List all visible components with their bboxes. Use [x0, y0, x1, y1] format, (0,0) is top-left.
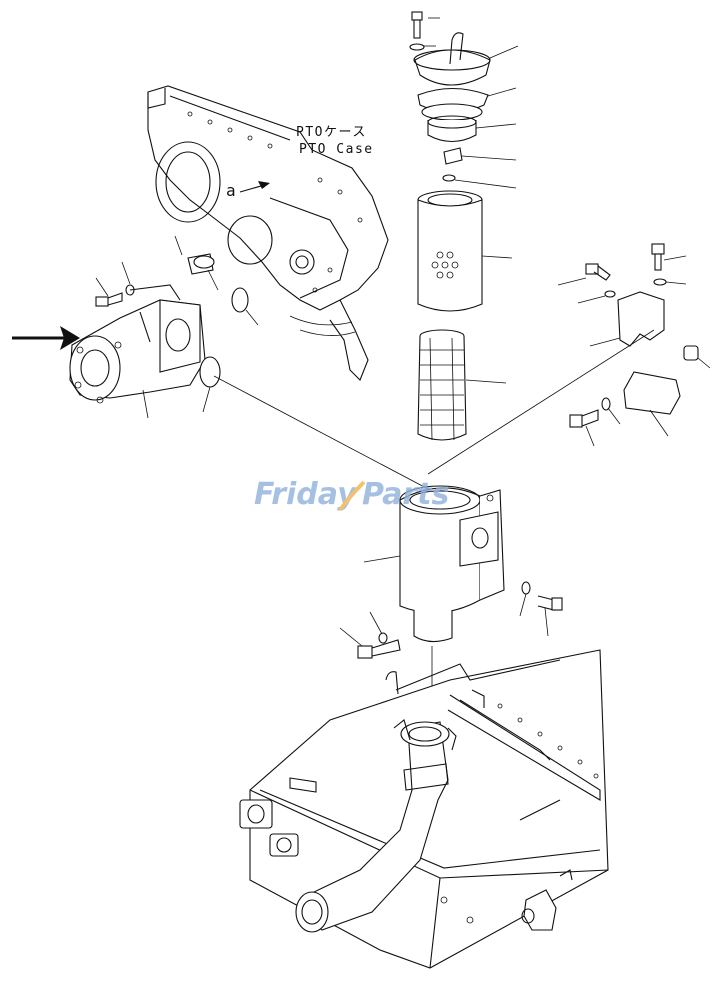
- o-ring: [231, 287, 249, 313]
- pto-case-label-en: PTO Case: [299, 142, 374, 157]
- leader-line: [519, 593, 527, 617]
- leader-line: [363, 555, 401, 563]
- bracket-upper: [617, 291, 665, 347]
- leader-line: [461, 155, 517, 161]
- leader-line: [481, 255, 513, 259]
- bracket-bolt-side: [585, 263, 616, 298]
- leader-line: [585, 425, 595, 447]
- leader-line: [663, 255, 687, 261]
- watermark-swoosh-icon: [338, 480, 366, 512]
- leader-line: [245, 309, 259, 326]
- leader-line: [142, 389, 149, 419]
- case-bolt-left: [357, 632, 401, 659]
- leader-line: [607, 407, 621, 425]
- strainer: [417, 329, 467, 441]
- leader-line: [465, 379, 507, 384]
- tank-breather-cap: [409, 11, 491, 182]
- leader-line: [697, 357, 711, 369]
- leader-line: [489, 45, 519, 59]
- pointer-arrow-icon: [60, 326, 80, 350]
- leader-line: [202, 386, 211, 413]
- leader-line: [557, 277, 587, 286]
- assembly-line: [213, 375, 431, 491]
- pto-case: [147, 85, 389, 381]
- leader-line: [207, 269, 219, 291]
- assembly-line: [427, 329, 655, 475]
- spacer-bushing: [683, 345, 699, 361]
- spacer-ring: [193, 255, 215, 269]
- leader-line: [174, 235, 183, 256]
- case-bolt-right: [521, 581, 563, 611]
- filter-element: [417, 190, 483, 312]
- leader-line: [339, 627, 363, 647]
- leader-line: [475, 123, 517, 129]
- bracket-bolt-lower: [569, 397, 611, 428]
- bracket-bolt-upper: [651, 243, 667, 286]
- pump-gasket: [199, 356, 221, 388]
- pump-bolt: [95, 284, 135, 307]
- pto-case-label-jp: PTOケース: [296, 125, 367, 140]
- leader-line: [95, 277, 109, 297]
- leader-line: [665, 281, 687, 285]
- leader-line: [487, 87, 517, 97]
- leader-line: [544, 607, 549, 637]
- callout-a-arrowhead: [258, 181, 270, 189]
- bracket-lower: [623, 371, 681, 415]
- leader-line: [649, 409, 669, 437]
- hydraulic-pump: [69, 284, 206, 404]
- watermark-text-2: Parts: [362, 477, 449, 512]
- watermark-logo: Friday Parts: [254, 477, 449, 512]
- filter-case: [399, 485, 505, 643]
- suction-pipe: [295, 719, 457, 933]
- leader-line: [589, 337, 621, 347]
- leader-line: [577, 295, 606, 304]
- leader-line: [121, 261, 131, 285]
- callout-a-label: a: [226, 181, 237, 200]
- leader-line: [454, 179, 517, 189]
- leader-line: [369, 611, 383, 635]
